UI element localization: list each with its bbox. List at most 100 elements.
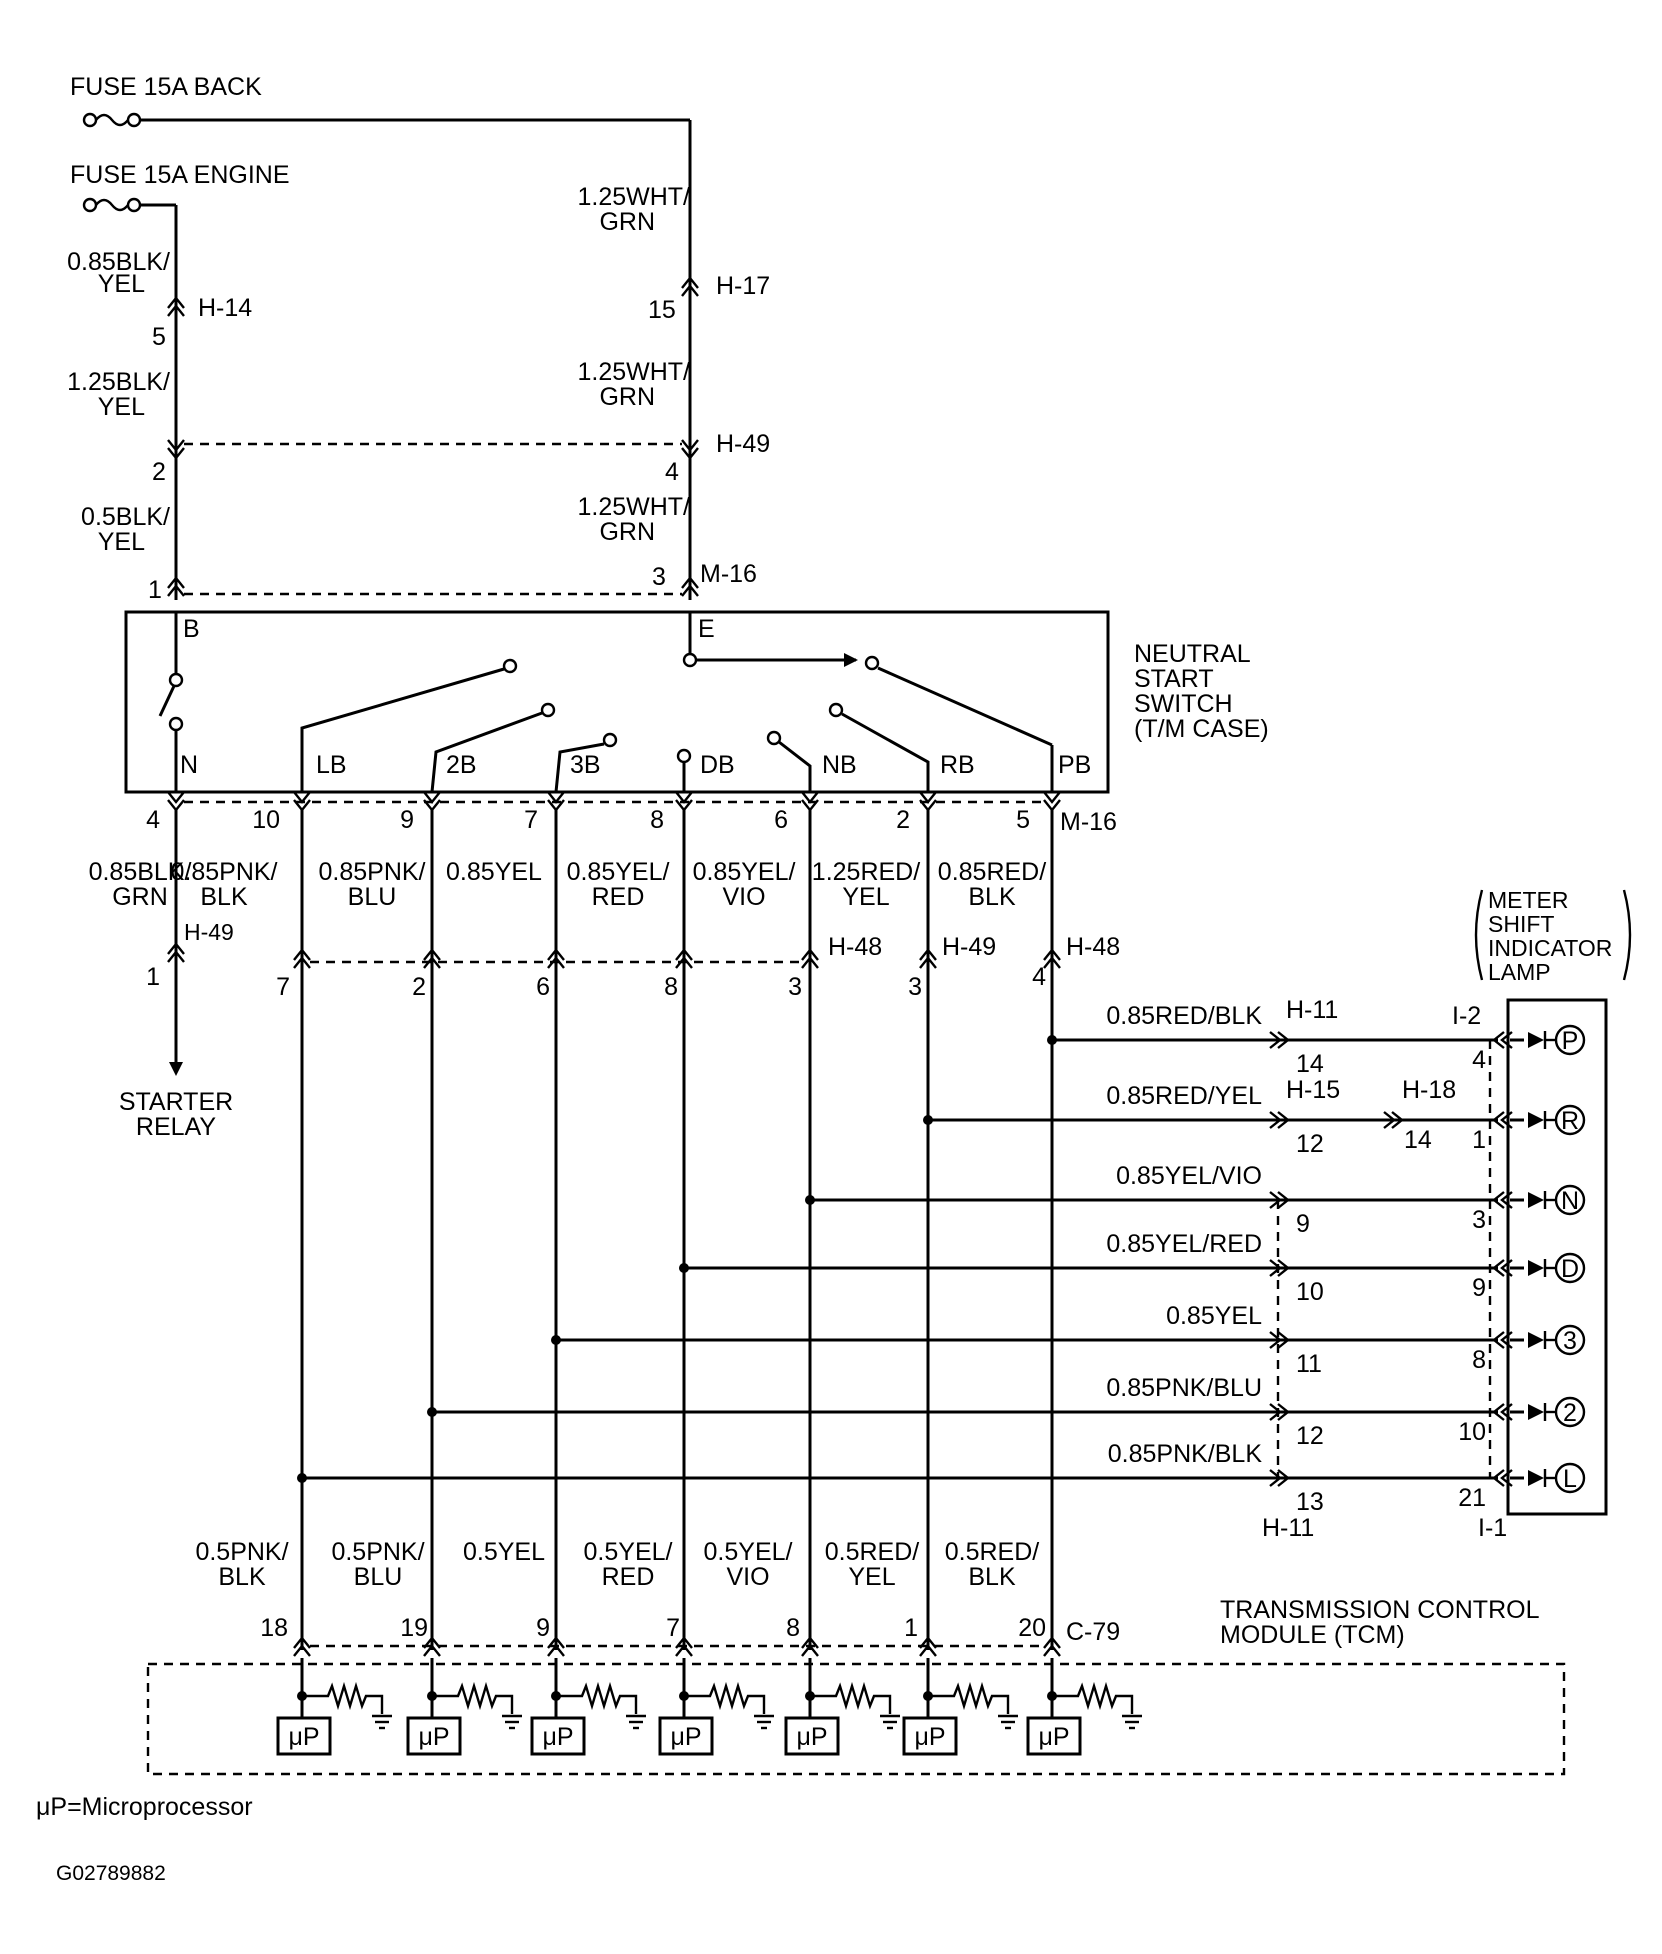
connector-h-pin-chevron-icon (1269, 1191, 1290, 1209)
shift-position-label: 3 (1563, 1327, 1577, 1355)
pull-down-resistor-icon (928, 1681, 1010, 1714)
fuse-engine: FUSE 15A ENGINE (70, 161, 290, 213)
connector-h-pin-label: 13 (1296, 1488, 1324, 1516)
fuse-back-terminal-left (82, 112, 98, 128)
wire-label-eng-2: 1.25BLK/ YEL (67, 368, 170, 421)
switch-terminal-n: N (180, 751, 198, 779)
connector-c79-pin-20-chevron-icon (1043, 1636, 1061, 1657)
connector-i-pin-label: 4 (1472, 1046, 1486, 1074)
svg-text:YEL: YEL (98, 270, 145, 298)
switch-db-contact (676, 748, 692, 764)
pull-down-resistor-icon (432, 1681, 514, 1714)
connector-m16-bottom-pin-5-chevron-icon (1043, 791, 1061, 812)
starter-relay-arrow-icon (169, 1062, 183, 1076)
connector-i-pin-label: 10 (1458, 1418, 1486, 1446)
svg-text:2: 2 (152, 458, 166, 486)
microprocessor-chip-label: μP (670, 1723, 701, 1751)
lamp-feed-wire-label: 0.85RED/YEL (1106, 1082, 1262, 1110)
connector-h18-chevron-icon (1383, 1111, 1404, 1129)
connector-h-pin-chevron-icon (1269, 1259, 1290, 1277)
svg-text:STARTER: STARTER (119, 1088, 233, 1116)
svg-text:0.85RED/: 0.85RED/ (938, 858, 1046, 886)
connector-c79-pin-label: 8 (786, 1614, 800, 1642)
connector-m16-bottom-pin-label: 4 (146, 806, 160, 834)
switch-nb-contact (766, 730, 782, 746)
shift-position-circle (1554, 1184, 1586, 1216)
fuse-engine-terminal-left (82, 197, 98, 213)
connector-h-pin-label: 12 (1296, 1130, 1324, 1158)
svg-text:0.85PNK/: 0.85PNK/ (318, 858, 425, 886)
microprocessor-chip (784, 1716, 840, 1756)
figure-id: G02789882 (56, 1862, 166, 1885)
shift-lamp-3: 3 (1528, 1324, 1586, 1356)
svg-text:0.85YEL/: 0.85YEL/ (567, 858, 670, 886)
pull-down-resistor-icon (684, 1681, 766, 1714)
shift-lamp-d: D (1528, 1252, 1586, 1284)
meter-title-bracket-left (1474, 889, 1484, 981)
connector-h49-left-chevron-icon (167, 942, 185, 963)
tcm-input-circuit: μP (902, 1658, 1018, 1756)
tcm-title: TRANSMISSION CONTROL MODULE (TCM) (1220, 1596, 1540, 1649)
connector-i1-label: I-1 (1478, 1514, 1507, 1542)
connector-m16-top-left: 1 (148, 576, 185, 604)
microprocessor-chip (530, 1716, 586, 1756)
led-icon (1528, 1404, 1544, 1420)
svg-text:H-17: H-17 (716, 272, 770, 300)
svg-text:SHIFT: SHIFT (1488, 911, 1554, 937)
led-icon (1528, 1470, 1544, 1486)
switch-case-box (124, 610, 1110, 794)
svg-text:GRN: GRN (112, 883, 168, 911)
connector-h-pin-chevron-icon (1269, 1403, 1290, 1421)
tcm-input-circuit: μP (784, 1658, 900, 1756)
shift-position-label: 2 (1563, 1399, 1577, 1427)
switch-title-line-2: START (1134, 665, 1214, 693)
neutral-start-switch: B E NEUTRAL START SWITCH (T/M CASE) (124, 610, 1269, 794)
switch-lb-contact (502, 658, 518, 674)
led-icon (1528, 1332, 1544, 1348)
switch-terminal-pb: PB (1058, 751, 1091, 779)
svg-text:H-49: H-49 (716, 430, 770, 458)
connector-h-pin-label: 12 (1296, 1422, 1324, 1450)
connector-h49-group-pin-label: 2 (412, 973, 426, 1001)
connector-i-pin-label: 9 (1472, 1274, 1486, 1302)
svg-text:RED: RED (592, 883, 645, 911)
svg-text:1.25BLK/: 1.25BLK/ (67, 368, 170, 396)
connector-h48-a-label: H-48 (828, 933, 882, 961)
connector-h-pin-chevron-icon (1269, 1331, 1290, 1349)
connector-h17-chevron-icon (681, 276, 699, 297)
svg-text:0.85BLK/: 0.85BLK/ (89, 858, 192, 886)
tcm-input-circuit: μP (530, 1658, 646, 1756)
connector-h49-chevron-icon (167, 439, 185, 460)
shift-position-label: R (1561, 1107, 1579, 1135)
svg-text:GRN: GRN (599, 518, 655, 546)
connector-c79-pin-label: 18 (260, 1614, 288, 1642)
svg-text:BLK: BLK (218, 1563, 266, 1591)
wire-label-bottom-5: 0.5YEL/VIO (704, 1538, 793, 1591)
pull-down-resistor-icon (1052, 1681, 1134, 1714)
fuse-back-symbol-icon (95, 113, 129, 127)
switch-terminal-b: B (183, 615, 200, 643)
connector-c79-pin-label: 9 (536, 1614, 550, 1642)
shift-lamp-p: P (1528, 1024, 1586, 1056)
meter-title-bracket-right (1622, 889, 1632, 981)
led-icon (1528, 1032, 1544, 1048)
fuse-engine-label: FUSE 15A ENGINE (70, 161, 290, 189)
svg-text:0.85YEL: 0.85YEL (446, 858, 542, 886)
svg-text:GRN: GRN (599, 383, 655, 411)
connector-h-pin-chevron-icon (1269, 1111, 1290, 1129)
tcm-input-circuit: μP (406, 1658, 522, 1756)
connector-c79-pin-label: 19 (400, 1614, 428, 1642)
connector-h11-bottom-label: H-11 (1262, 1514, 1314, 1542)
switch-terminal-3b: 3B (570, 751, 601, 779)
connector-h18-pin: 14 (1404, 1126, 1432, 1154)
connector-m16-bottom-pin-4-chevron-icon (167, 791, 185, 812)
lamp-feed-wire-label: 0.85YEL (1166, 1302, 1262, 1330)
tcm-input-circuit: μP (276, 1658, 392, 1756)
shift-lamp-r: R (1528, 1104, 1586, 1136)
wire-label-bottom-2: 0.5PNK/BLU (331, 1538, 424, 1591)
connector-h49-right-pin: 3 (908, 973, 922, 1001)
connector-i-pin-label: 21 (1458, 1484, 1486, 1512)
microprocessor-chip-label: μP (914, 1723, 945, 1751)
connector-h15-label: H-15 (1286, 1076, 1340, 1104)
